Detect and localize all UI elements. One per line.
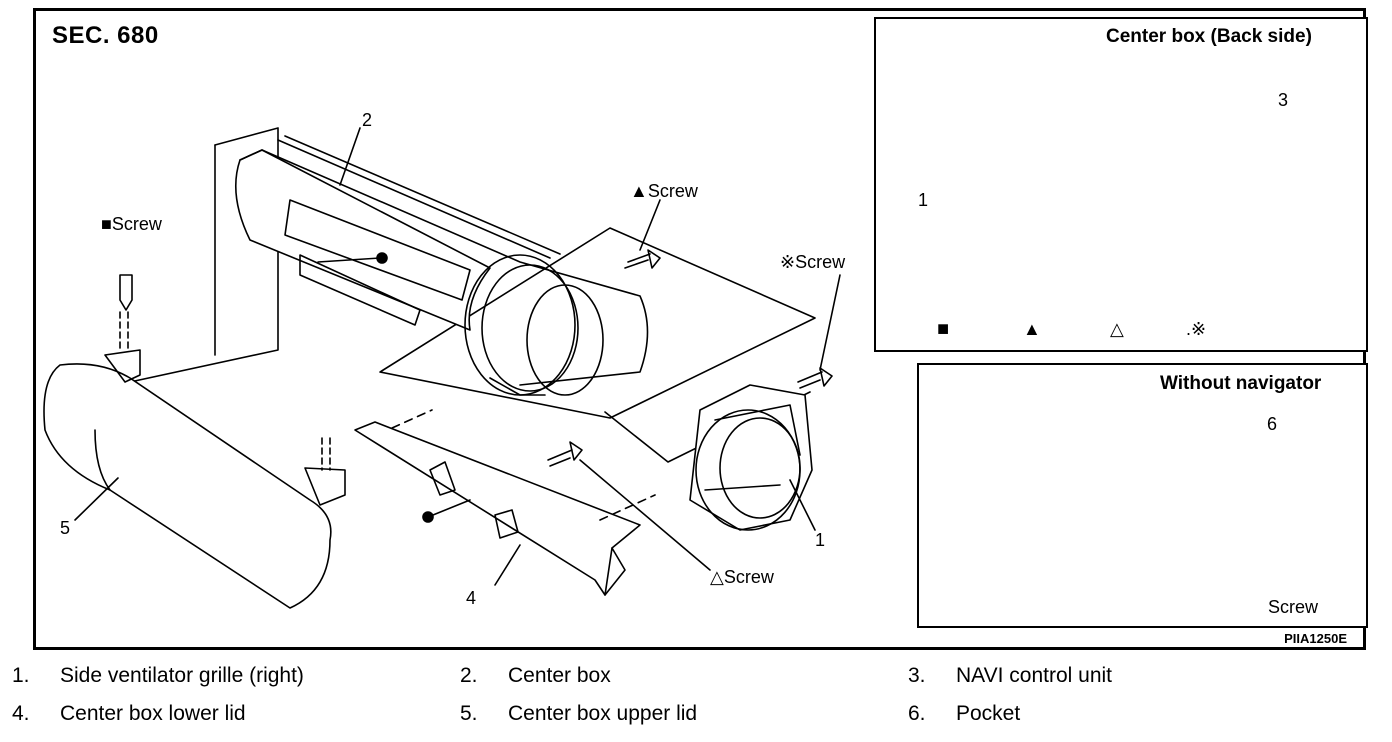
legend-num: 6. [908, 702, 926, 725]
screw-triangle-filled-label: ▲Screw [630, 181, 698, 201]
legend-text: NAVI control unit [956, 664, 1113, 687]
legend-item-3: 3. NAVI control unit [908, 664, 1112, 688]
inset-callout-1: 1 [918, 190, 929, 210]
callout-4: 4 [466, 588, 477, 608]
legend-num: 1. [12, 664, 30, 687]
callout-2: 2 [362, 110, 373, 130]
legend-text: Center box lower lid [60, 702, 246, 725]
legend-item-6: 6. Pocket [908, 702, 1020, 726]
legend-square-symbol: ■ [937, 318, 950, 340]
parts-legend: 1. Side ventilator grille (right) 2. Cente… [0, 660, 1392, 740]
inset-screw-label: Screw [1268, 597, 1319, 617]
legend-text: Pocket [956, 702, 1021, 725]
legend-triangle-filled-symbol: ▲ [1023, 319, 1041, 339]
legend-item-5: 5. Center box upper lid [460, 702, 697, 726]
legend-text: Center box upper lid [508, 702, 698, 725]
legend-num: 2. [460, 664, 478, 687]
inset-callout-6: 6 [1267, 414, 1278, 434]
legend-num: 5. [460, 702, 478, 725]
legend-text: Center box [508, 664, 611, 687]
inset-without-navigator [917, 363, 1368, 628]
legend-item-1: 1. Side ventilator grille (right) [12, 664, 304, 688]
figure-code: PIIA1250E [1284, 631, 1347, 646]
callout-1: 1 [815, 530, 826, 550]
screw-square-label: ■Screw [101, 214, 162, 234]
inset-back-side-title: Center box (Back side) [1106, 26, 1312, 47]
inset-without-navigator-title: Without navigator [1160, 373, 1322, 394]
legend-ref-symbol: .※ [1186, 319, 1207, 339]
legend-triangle-open-symbol: △ [1110, 319, 1124, 339]
legend-num: 3. [908, 664, 926, 687]
screw-triangle-open-label: △Screw [710, 567, 774, 587]
section-title: SEC. 680 [52, 22, 159, 49]
inset-callout-3: 3 [1278, 90, 1289, 110]
legend-num: 4. [12, 702, 30, 725]
inset-back-side [874, 17, 1368, 352]
legend-text: Side ventilator grille (right) [60, 664, 304, 687]
legend-item-2: 2. Center box [460, 664, 611, 688]
callout-5: 5 [60, 518, 71, 538]
screw-ref-label: ※Screw [780, 252, 846, 272]
legend-item-4: 4. Center box lower lid [12, 702, 246, 726]
